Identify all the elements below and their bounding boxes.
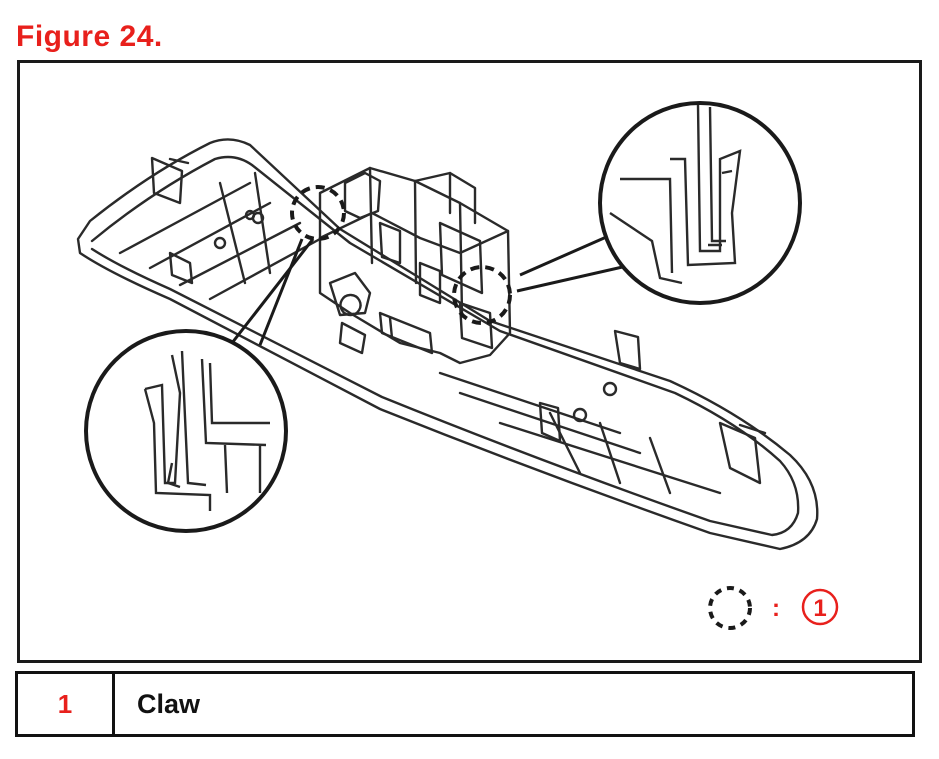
- marker-number-ring: [801, 588, 839, 626]
- diagram-frame: : 1: [17, 60, 922, 663]
- marker-number: 1: [813, 595, 826, 622]
- component-illustration: : 1: [76, 101, 839, 630]
- claw-marker-right: [452, 265, 512, 325]
- claw-detail-left: [84, 329, 288, 533]
- legend-marker: : 1: [708, 586, 839, 630]
- marker-separator: :: [772, 595, 780, 622]
- legend-number-cell: 1: [18, 674, 115, 734]
- claw-detail-right: [598, 101, 802, 305]
- bezel-outline: [76, 138, 819, 551]
- legend-table: 1 Claw: [15, 671, 915, 737]
- claw-marker-left: [290, 185, 346, 241]
- bezel-inner-lip: [90, 155, 800, 537]
- claw-symbol-icon: [708, 586, 752, 630]
- legend-label-cell: Claw: [137, 688, 201, 719]
- figure-title: Figure 24.: [16, 20, 163, 53]
